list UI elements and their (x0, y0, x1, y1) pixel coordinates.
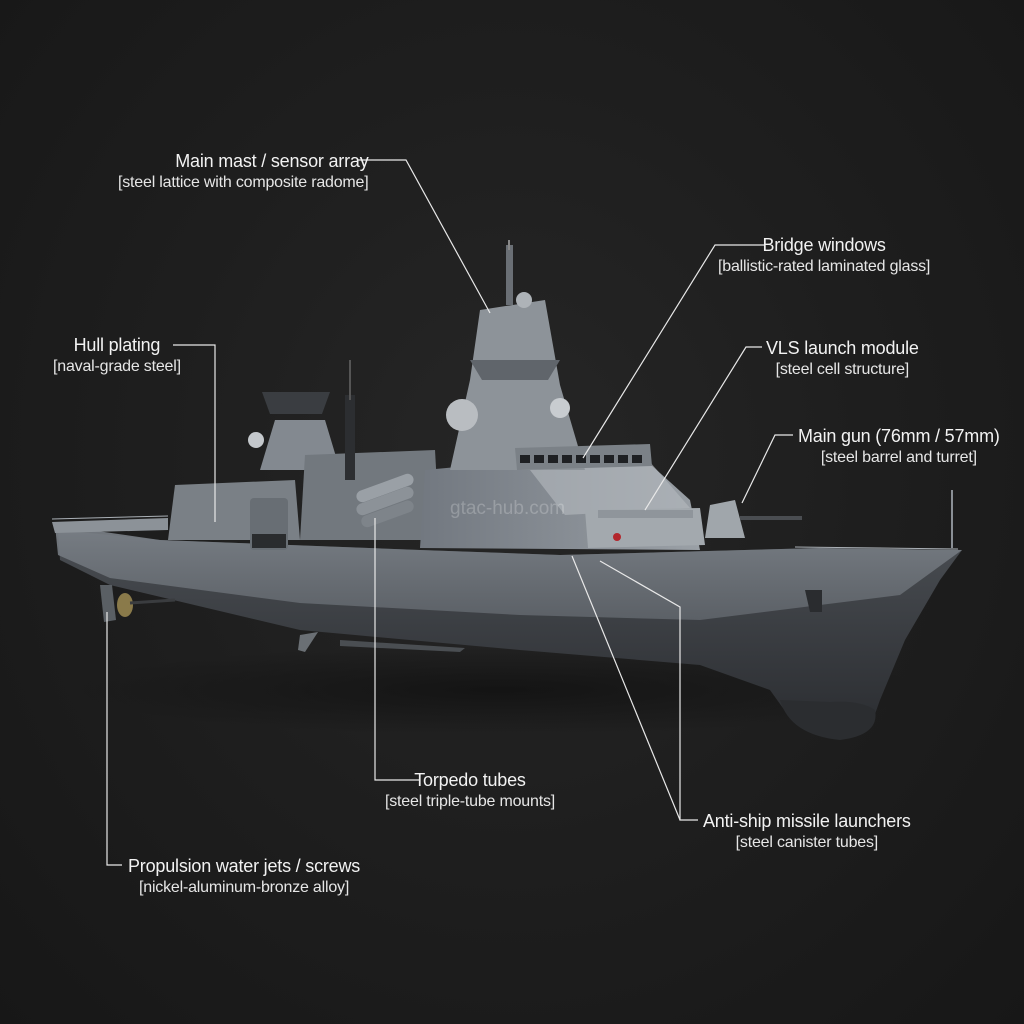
callout-title: Main mast / sensor array (175, 151, 369, 171)
callout-anti-ship-missiles: Anti-ship missile launchers [steel canis… (703, 810, 911, 854)
main-gun-turret (705, 500, 802, 538)
callout-propulsion: Propulsion water jets / screws [nickel-a… (128, 855, 360, 899)
leader-main-gun (741, 434, 793, 504)
callout-title: Hull plating (73, 335, 161, 355)
leader-propulsion (106, 612, 122, 866)
callout-material: [steel barrel and turret] (820, 449, 977, 466)
leader-lines (106, 159, 793, 866)
callout-title: Bridge windows (762, 235, 886, 255)
main-mast (506, 240, 532, 308)
callout-material: [ballistic-rated laminated glass] (718, 258, 931, 275)
leader-anti-ship-2 (571, 555, 681, 821)
callout-title: Anti-ship missile launchers (703, 811, 911, 831)
callout-vls-module: VLS launch module [steel cell structure] (766, 337, 919, 381)
aft-deck (52, 518, 168, 533)
callout-main-gun: Main gun (76mm / 57mm) [steel barrel and… (798, 425, 1000, 469)
leader-hull-plating (173, 344, 216, 522)
callout-title: Propulsion water jets / screws (128, 856, 361, 876)
callout-material: [steel triple-tube mounts] (385, 793, 555, 810)
bridge-windows (520, 455, 642, 463)
callout-material: [steel lattice with composite radome] (118, 174, 369, 191)
callout-torpedo-tubes: Torpedo tubes [steel triple-tube mounts] (385, 769, 555, 813)
propulsion-screws (100, 585, 176, 622)
callout-title: Torpedo tubes (414, 770, 526, 790)
callout-bridge-windows: Bridge windows [ballistic-rated laminate… (718, 234, 930, 278)
callout-title: Main gun (76mm / 57mm) (798, 426, 1000, 446)
aft-radar-antenna (262, 392, 330, 414)
leader-anti-ship-1 (599, 560, 698, 821)
main-tower (450, 300, 585, 470)
anchor-recess (805, 590, 822, 612)
callout-hull-plating: Hull plating [naval-grade steel] (53, 334, 181, 378)
callout-material: [naval-grade steel] (53, 358, 181, 375)
callout-material: [steel cell structure] (775, 361, 910, 378)
callout-material: [steel canister tubes] (735, 834, 879, 851)
callout-main-mast: Main mast / sensor array [steel lattice … (118, 150, 369, 194)
leader-bridge-windows (582, 244, 765, 459)
torpedo-tube-mounts (356, 473, 414, 528)
radome (446, 399, 478, 431)
bulbous-bow (780, 700, 876, 740)
leader-torpedo (374, 518, 420, 781)
leader-vls (644, 346, 762, 511)
callout-title: VLS launch module (766, 338, 919, 358)
watermark: gtac-hub.com (450, 498, 566, 519)
leader-main-mast (358, 159, 491, 314)
callout-material: [nickel-aluminum-bronze alloy] (139, 879, 350, 896)
